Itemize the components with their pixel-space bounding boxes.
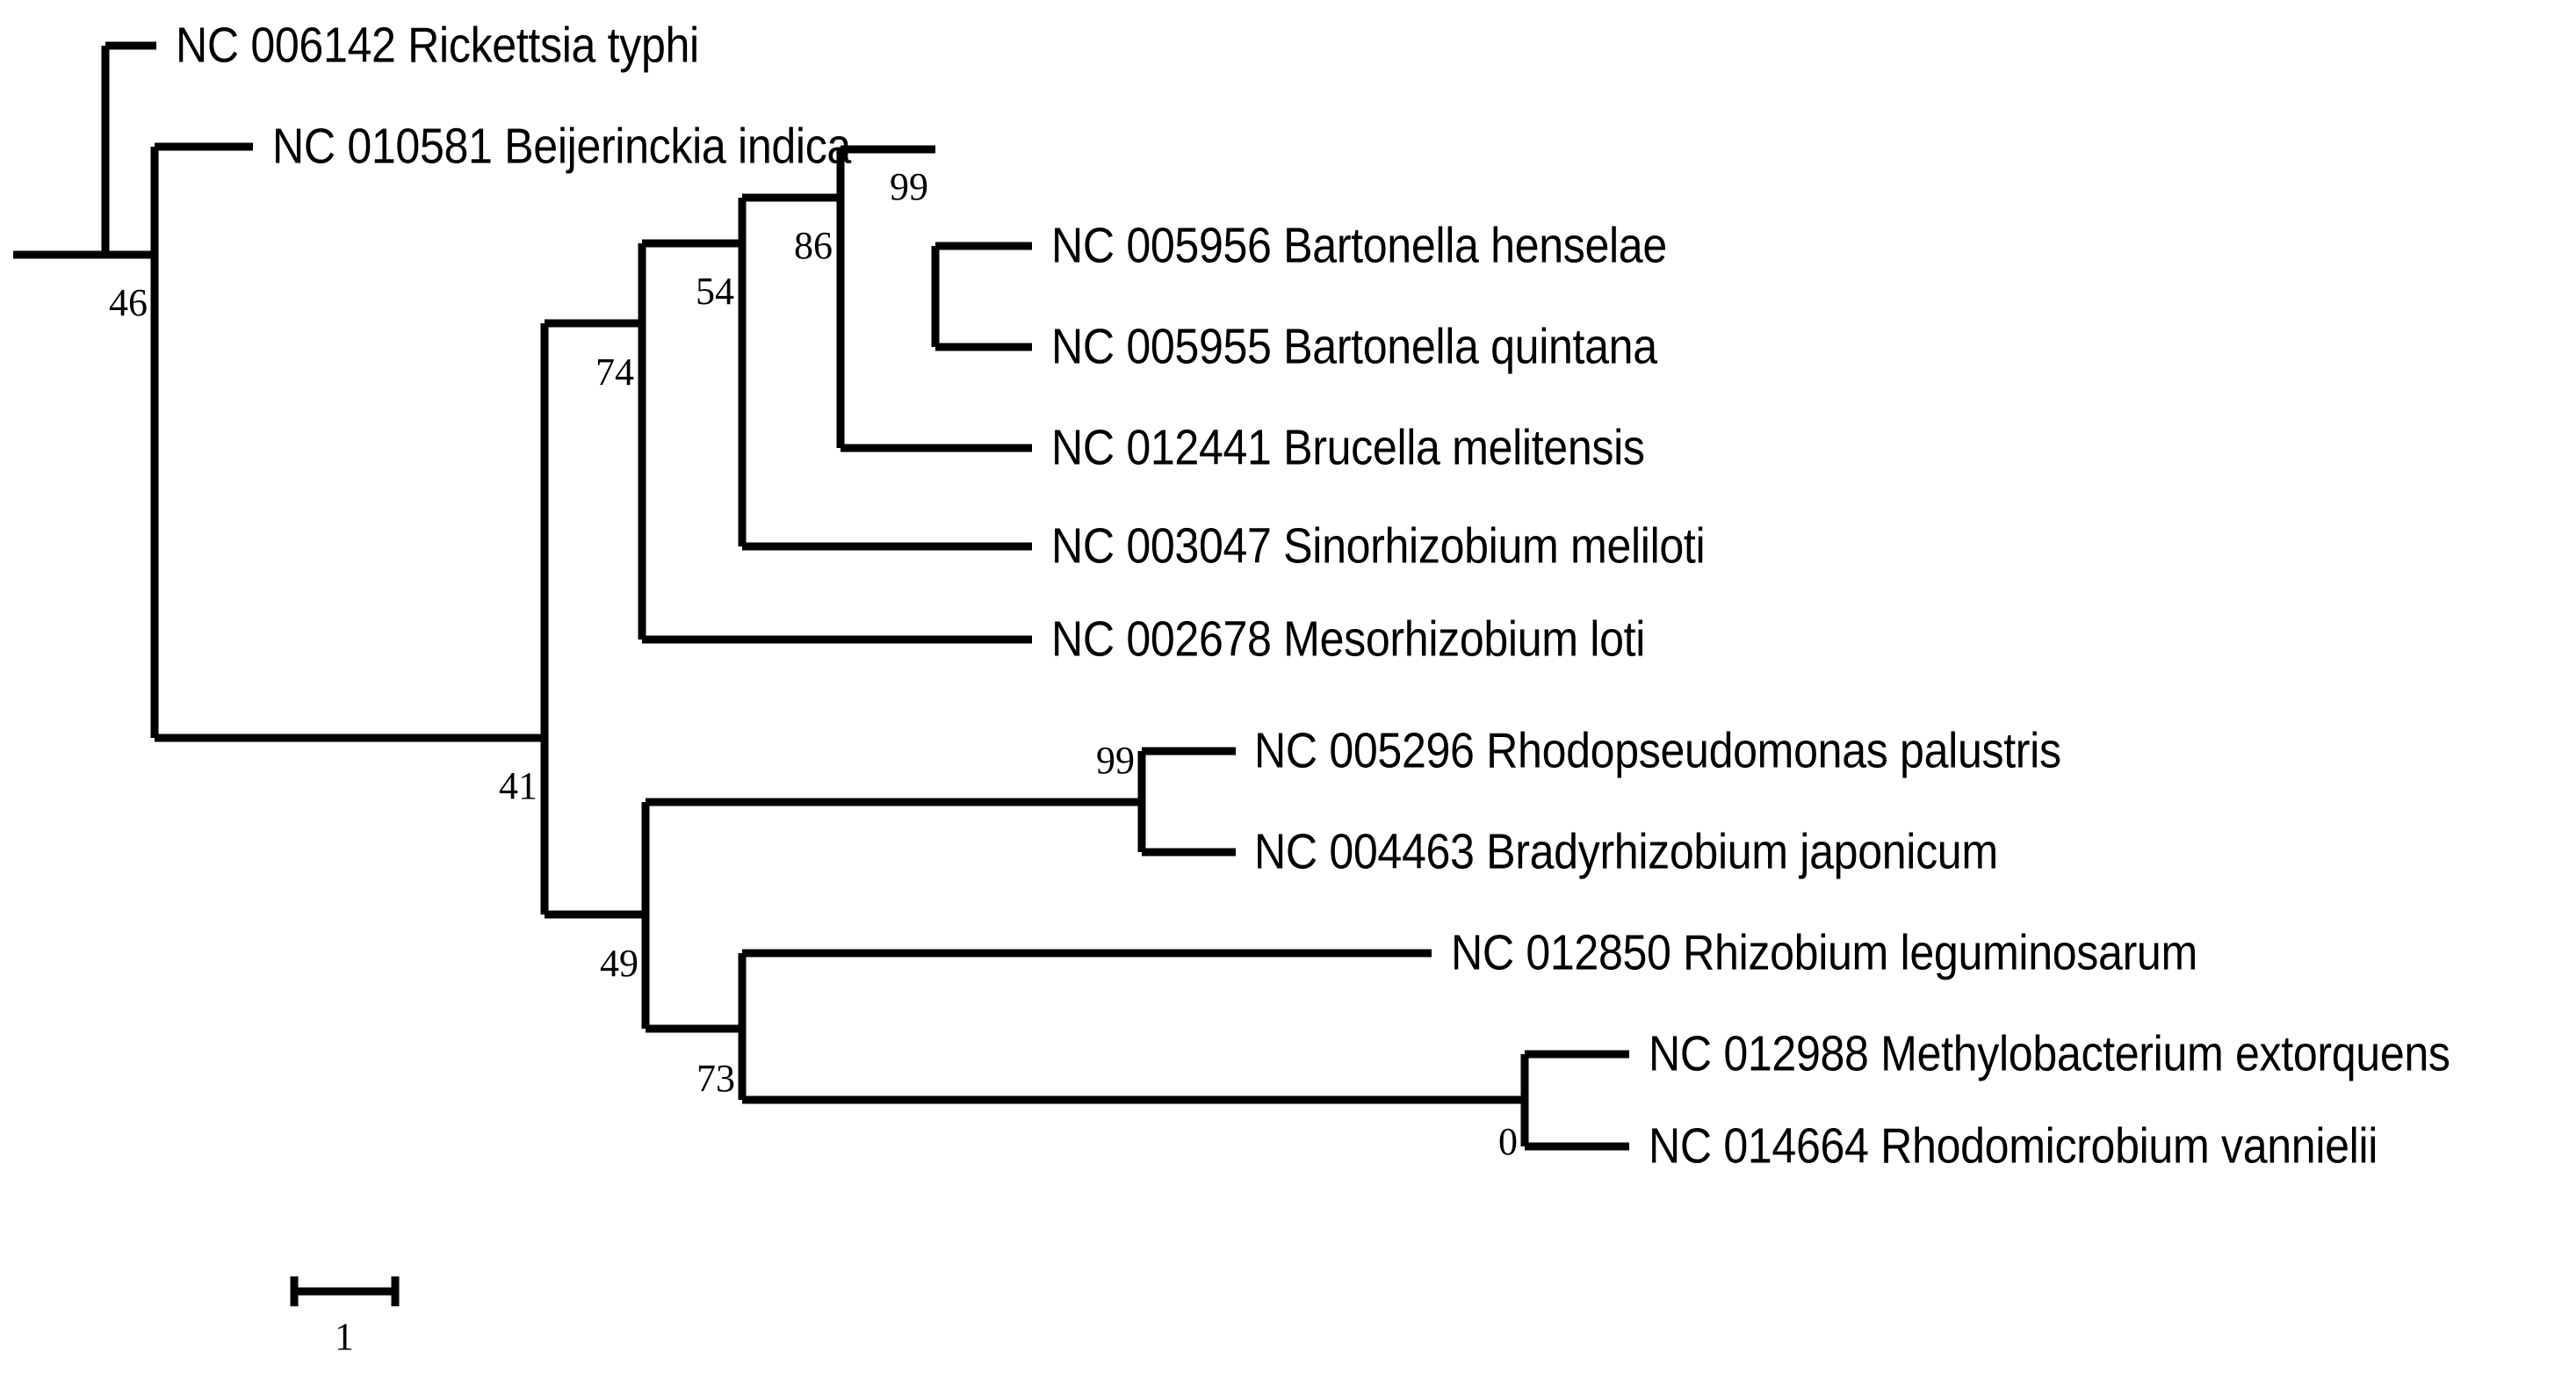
support-value-node-86: 86 [794,224,833,267]
scale-bar-label: 1 [335,1315,354,1358]
taxon-label-rhodopseudomonas-palustris: NC 005296 Rhodopseudomonas palustris [1254,722,2061,779]
taxon-label-sinorhizobium-meliloti: NC 003047 Sinorhizobium meliloti [1051,517,1706,575]
support-value-node-0: 0 [1498,1120,1518,1163]
taxon-label-bradyrhizobium-japonicum: NC 004463 Bradyrhizobium japonicum [1254,823,1998,880]
taxon-label-mesorhizobium-loti: NC 002678 Mesorhizobium loti [1051,611,1646,668]
scale-bar-group [290,1276,400,1306]
taxon-label-brucella-melitensis: NC 012441 Brucella melitensis [1051,419,1645,476]
taxon-label-methylobacterium-extorquens: NC 012988 Methylobacterium extorquens [1649,1025,2450,1082]
support-value-node-99-rhodopseudomonas: 99 [1096,739,1135,782]
support-value-node-49: 49 [600,942,639,985]
support-value-node-41: 41 [499,764,538,807]
taxon-label-bartonella-henselae: NC 005956 Bartonella henselae [1051,217,1667,274]
taxon-label-rhodomicrobium-vannielii: NC 014664 Rhodomicrobium vannielii [1649,1117,2378,1175]
taxon-label-rickettsia-typhi: NC 006142 Rickettsia typhi [176,17,699,74]
taxon-label-bartonella-quintana: NC 005955 Bartonella quintana [1051,318,1657,375]
taxon-label-rhizobium-leguminosarum: NC 012850 Rhizobium leguminosarum [1451,924,2197,981]
taxon-label-beijerinckia-indica: NC 010581 Beijerinckia indica [272,118,851,175]
support-value-node-99-bartonella: 99 [890,165,928,208]
support-value-node-74: 74 [595,351,634,394]
support-value-node-54: 54 [696,270,734,313]
branch-edges-group [13,41,1629,1151]
support-value-node-46: 46 [109,281,148,324]
support-value-node-73: 73 [696,1057,735,1100]
